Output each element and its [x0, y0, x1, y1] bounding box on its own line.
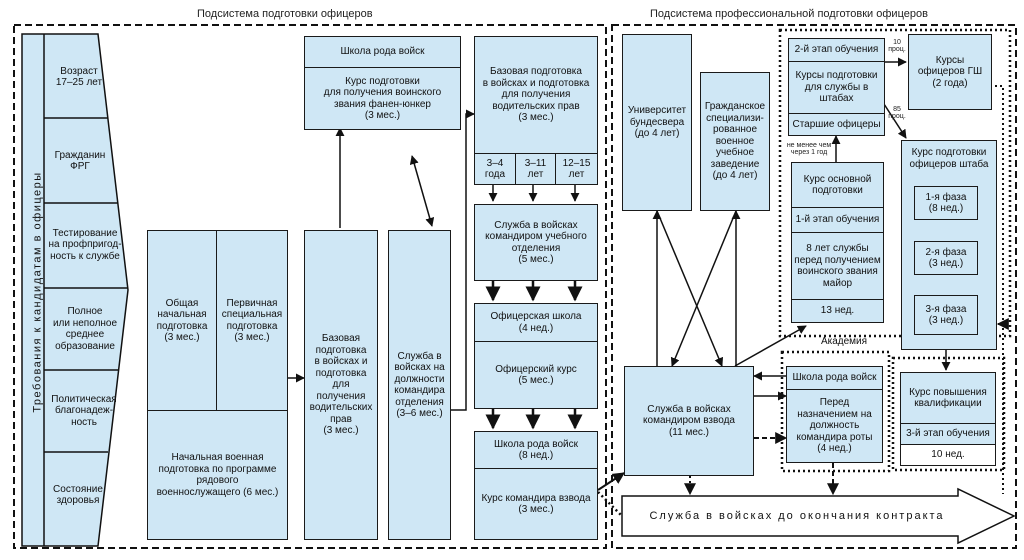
base-training-license-right: Базовая подготовка в войсках и подготовк…: [474, 36, 598, 154]
bundeswehr-university: Университет бундесвера (до 4 лет): [622, 34, 692, 211]
eight-years-service: 8 лет службы перед получением воинского …: [791, 232, 884, 300]
phase-3: 3-я фаза (3 нед.): [914, 295, 978, 335]
requirement-political: Политическая благонадеж- ность: [51, 393, 117, 428]
professional-subsystem-title: Подсистема профессиональной подготовки о…: [650, 8, 928, 20]
stage-2-training: 2-й этап обучения: [788, 38, 885, 62]
before-company-commander: Перед назначением на должность командира…: [786, 389, 883, 463]
branch-school-header: Школа рода войск: [304, 36, 461, 68]
officer-course: Офицерский курс (5 мес.): [474, 341, 598, 409]
duration-3-11-years: 3–11 лет: [515, 153, 556, 185]
branch-school-8-weeks: Школа рода войск (8 нед.): [474, 431, 598, 469]
ten-percent-label: 10 проц.: [888, 39, 906, 54]
officer-subsystem-title: Подсистема подготовки офицеров: [197, 8, 373, 20]
civil-military-school: Гражданское специализи- рованное военное…: [700, 72, 770, 211]
qualification-course: Курс повышения квалификации: [900, 372, 996, 424]
officer-school: Офицерская школа (4 нед.): [474, 303, 598, 342]
requirement-health: Состояние здоровья: [53, 483, 103, 507]
stage-1-training: 1-й этап обучения: [791, 207, 884, 233]
professional-subsystem-frame: [611, 24, 1017, 549]
requirements-band: [21, 33, 129, 547]
phase-1: 1-я фаза (8 нед.): [914, 186, 978, 220]
requirement-testing: Тестирование на профпригод- ность к служ…: [48, 227, 122, 262]
general-basic-training: Общая начальная подготовка (3 мес.): [147, 230, 217, 411]
initial-military-training: Начальная военная подготовка по программ…: [147, 410, 288, 540]
senior-officers: Старшие офицеры: [788, 113, 885, 136]
duration-10-weeks: 10 нед.: [900, 444, 996, 466]
staff-service-courses: Курсы подготовки для службы в штабах: [788, 61, 885, 114]
squad-leader-service: Служба в войсках на должности командира …: [388, 230, 451, 540]
platoon-commander-course: Курс командира взвода (3 мес.): [474, 468, 598, 540]
min-one-year-note: не менее чем через 1 год: [786, 142, 832, 157]
requirement-citizen: Гражданин ФРГ: [54, 149, 106, 173]
contract-service-banner: Служба в войсках до окончания контракта: [649, 510, 945, 522]
duration-13-weeks: 13 нед.: [791, 299, 884, 323]
eighty-five-percent-label: 85 проц.: [888, 106, 906, 121]
requirement-education: Полное или неполное среднее образование: [52, 306, 118, 352]
specialist-basic-training: Первичная специальная подготовка (3 мес.…: [216, 230, 288, 411]
basic-course: Курс основной подготовки: [791, 162, 884, 208]
academy-frame: [778, 28, 1012, 338]
officer-subsystem-frame: [13, 24, 607, 549]
stage-3-training: 3-й этап обучения: [900, 423, 996, 445]
base-training-with-license: Базовая подготовка в войсках и подготовк…: [304, 230, 378, 540]
phase-2: 2-я фаза (3 нед.): [914, 241, 978, 275]
academy-label: Академия: [820, 336, 868, 348]
branch-school-right: Школа рода войск: [786, 366, 883, 390]
duration-3-4-years: 3–4 года: [474, 153, 516, 185]
contract-arrow-shape: [621, 487, 1016, 545]
branch-school-frame: [780, 350, 891, 473]
duration-12-15-years: 12–15 лет: [555, 153, 598, 185]
training-squad-service: Служба в войсках командиром учебного отд…: [474, 204, 598, 281]
requirements-vertical-label: Требования к кандидатам в офицеры: [31, 171, 44, 413]
fahnen-junker-course: Курс подготовки для получения воинского …: [304, 67, 461, 130]
platoon-commander-service: Служба в войсках командиром взвода (11 м…: [624, 366, 754, 476]
requirement-age: Возраст 17–25 лет: [55, 65, 103, 89]
general-staff-courses: Курсы офицеров ГШ (2 года): [908, 34, 992, 110]
